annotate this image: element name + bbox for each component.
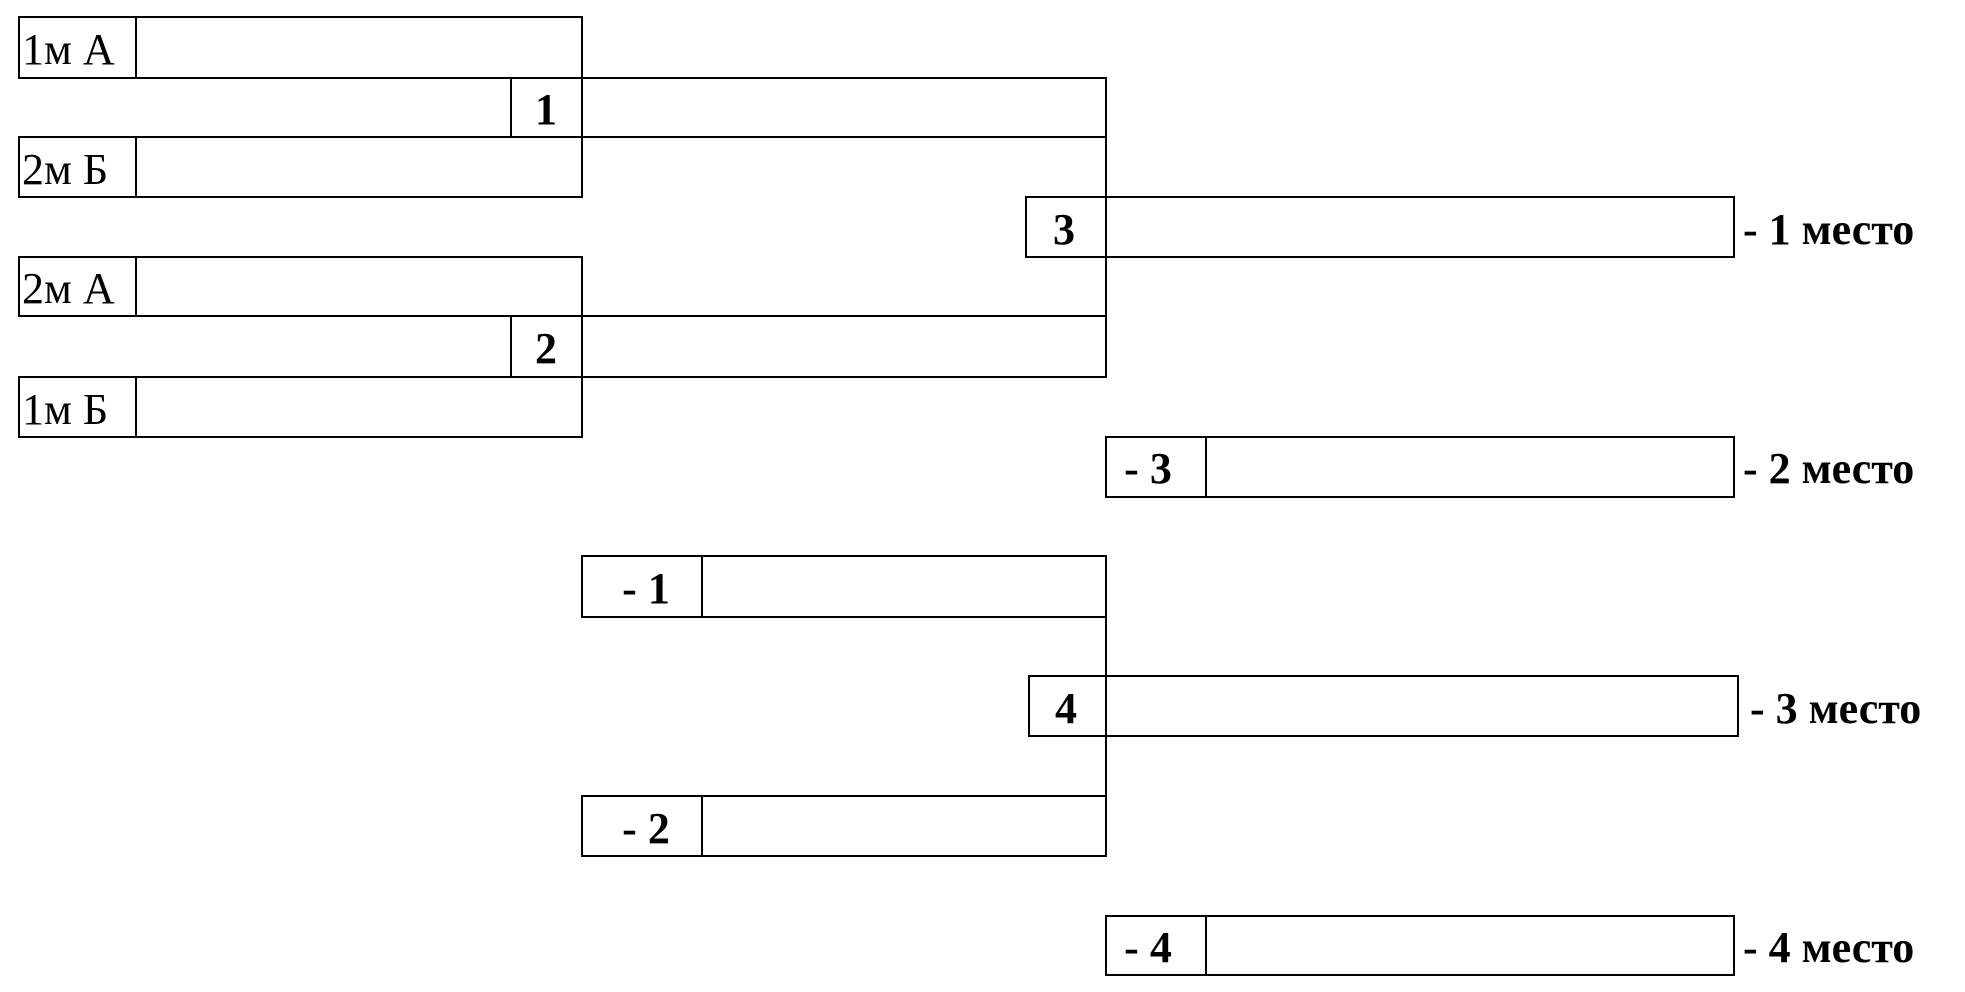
match-4-number: 4 <box>1055 684 1077 733</box>
match-1-number: 1 <box>535 85 557 134</box>
seed-3-label: 2м А <box>22 264 115 313</box>
seed-slot-1: 1м А <box>18 16 583 79</box>
loser-1-slot <box>581 555 1107 618</box>
match-3-number: 3 <box>1053 205 1075 254</box>
match-1-box: 1 <box>510 77 1107 138</box>
loser-3-slot <box>1105 436 1735 498</box>
loser-4-box: - 4 <box>1105 915 1735 976</box>
place-4-label: - 4 место <box>1743 923 1914 972</box>
match-3-slot <box>1025 196 1735 258</box>
seed-slot-1-box <box>18 16 583 79</box>
match-3-box: 3 <box>1025 196 1735 258</box>
loser-4-label: - 4 <box>1124 923 1172 972</box>
loser-1-box: - 1 <box>581 555 1107 618</box>
loser-2-box: - 2 <box>581 795 1107 857</box>
seed-slot-2: 2м Б <box>18 136 583 198</box>
match-4-slot <box>1028 675 1739 737</box>
loser-2-slot <box>581 795 1107 857</box>
loser-2-label: - 2 <box>622 804 670 853</box>
place-1-label: - 1 место <box>1743 205 1914 254</box>
loser-1-label: - 1 <box>622 564 670 613</box>
match-4-box: 4 <box>1028 675 1739 737</box>
match-2-number: 2 <box>535 324 557 373</box>
place-3-label: - 3 место <box>1750 684 1921 733</box>
place-2-label: - 2 место <box>1743 444 1914 493</box>
seed-slot-4-box <box>18 376 583 438</box>
match-1-slot <box>510 77 1107 138</box>
loser-3-box: - 3 <box>1105 436 1735 498</box>
match-2-slot <box>510 315 1107 378</box>
loser-4-slot <box>1105 915 1735 976</box>
seed-slot-3-box <box>18 256 583 317</box>
seed-2-label: 2м Б <box>22 145 108 194</box>
seed-slot-3: 2м А <box>18 256 583 317</box>
match-2-box: 2 <box>510 315 1107 378</box>
loser-3-label: - 3 <box>1124 444 1172 493</box>
seed-1-label: 1м А <box>22 25 115 74</box>
seed-slot-2-box <box>18 136 583 198</box>
seed-4-label: 1м Б <box>22 385 108 434</box>
seed-slot-4: 1м Б <box>18 376 583 438</box>
